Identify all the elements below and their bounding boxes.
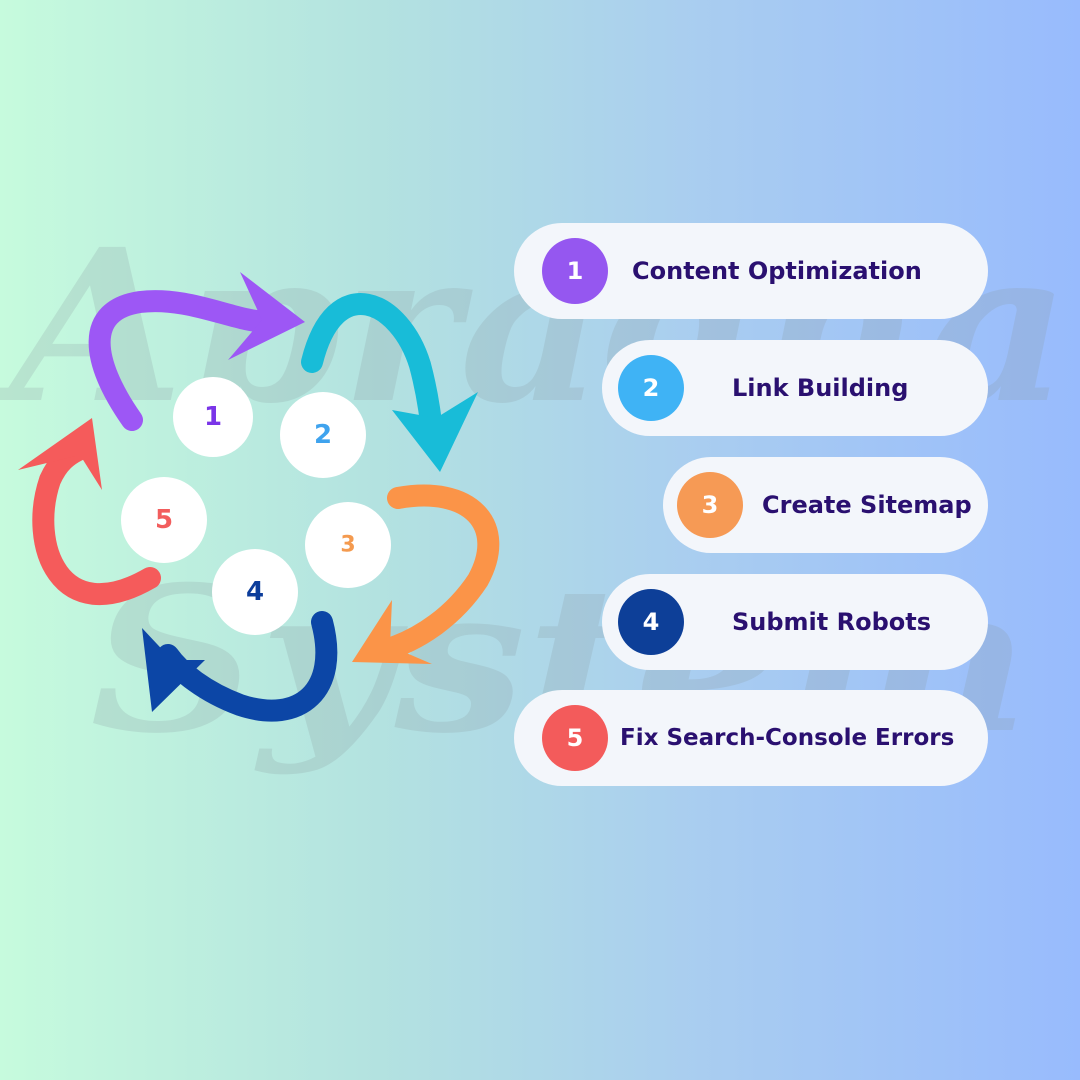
arrow-4-to-5: [142, 611, 338, 722]
cycle-node-4: 4: [212, 549, 298, 635]
step-item-create-sitemap: 3 Create Sitemap: [663, 457, 988, 553]
cycle-node-number: 5: [155, 505, 173, 535]
step-number-badge: 2: [618, 355, 684, 421]
cycle-node-3: 3: [305, 502, 391, 588]
step-label: Link Building: [732, 374, 909, 402]
cycle-node-number: 4: [246, 577, 264, 607]
arrow-5-to-1: [18, 418, 161, 605]
cycle-node-2: 2: [280, 392, 366, 478]
cycle-node-number: 1: [204, 402, 222, 432]
cycle-node-1: 1: [173, 377, 253, 457]
step-label: Fix Search-Console Errors: [620, 725, 955, 751]
step-number-badge: 5: [542, 705, 608, 771]
cycle-node-number: 3: [340, 533, 355, 558]
step-item-content-optimization: 1 Content Optimization: [514, 223, 988, 319]
step-label: Content Optimization: [632, 257, 922, 285]
step-item-link-building: 2 Link Building: [602, 340, 988, 436]
step-label: Submit Robots: [732, 608, 932, 636]
step-item-fix-search-console-errors: 5 Fix Search-Console Errors: [514, 690, 988, 786]
step-number-badge: 1: [542, 238, 608, 304]
arrow-1-to-2: [88, 272, 305, 431]
step-label: Create Sitemap: [762, 491, 972, 519]
step-number-badge: 4: [618, 589, 684, 655]
cycle-node-5: 5: [121, 477, 207, 563]
step-number-badge: 3: [677, 472, 743, 538]
cycle-node-number: 2: [314, 420, 332, 450]
step-item-submit-robots: 4 Submit Robots: [602, 574, 988, 670]
arrow-3-to-4: [352, 484, 500, 664]
arrow-2-to-3: [301, 293, 478, 472]
